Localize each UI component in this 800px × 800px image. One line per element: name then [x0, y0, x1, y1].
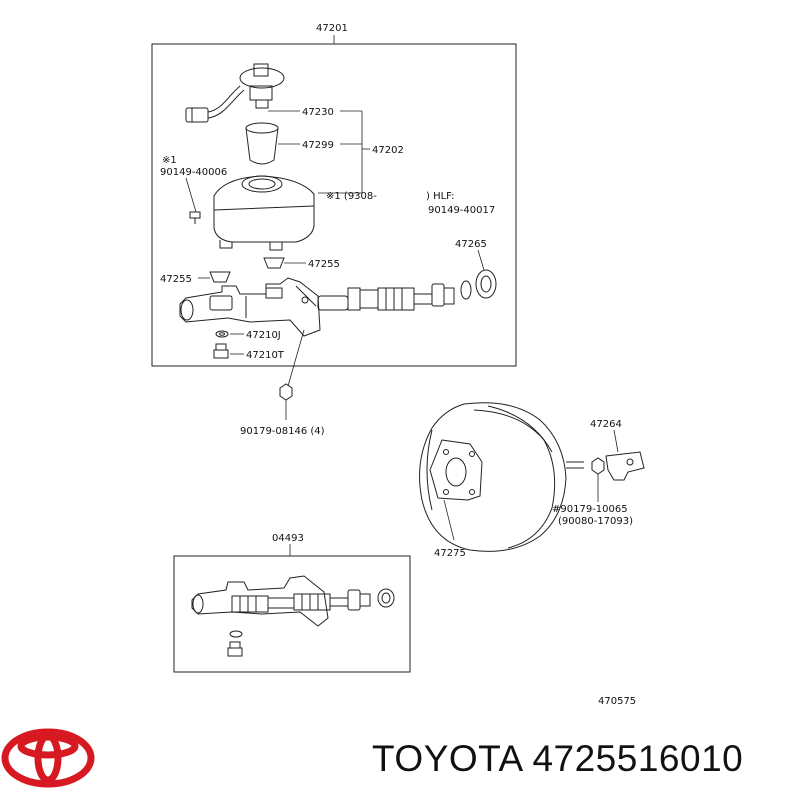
label-hlf: ) HLF: — [426, 191, 455, 202]
push-rod-clevis — [591, 451, 645, 481]
label-47210t: 47210T — [246, 350, 285, 361]
label-47255-left: 47255 — [160, 274, 192, 285]
label-04493: 04493 — [272, 533, 304, 544]
leader-90149-40006 — [185, 177, 197, 213]
union-gasket — [215, 330, 229, 338]
repair-kit-cylinder — [191, 575, 395, 657]
label-47264: 47264 — [590, 419, 622, 430]
leader-47275 — [443, 499, 455, 541]
label-47265: 47265 — [455, 239, 487, 250]
bracket-47202 — [318, 110, 370, 194]
label-note1-mark: ※1 — [162, 155, 177, 166]
brake-booster — [419, 402, 584, 552]
label-note1-range: ※1 (9308- — [326, 191, 377, 202]
label-470575: 470575 — [598, 696, 636, 707]
reservoir-grommet-left — [209, 271, 231, 283]
reservoir-grommet-right — [263, 257, 285, 269]
label-47202: 47202 — [372, 145, 404, 156]
toyota-logo-icon — [1, 728, 95, 788]
master-cylinder-body — [179, 277, 321, 337]
leader-47264 — [613, 429, 619, 453]
leader-90179-08146-up — [287, 329, 305, 387]
brand-part-number: TOYOTA 4725516010 — [372, 738, 744, 779]
label-90179-08146: 90179-08146 (4) — [240, 426, 325, 437]
label-47210j: 47210J — [246, 330, 281, 341]
label-47230: 47230 — [302, 107, 334, 118]
label-47299: 47299 — [302, 140, 334, 151]
leader-47265 — [477, 249, 485, 271]
label-90149-40017: 90149-40017 — [428, 205, 495, 216]
label-47255-right: 47255 — [308, 259, 340, 270]
label-47201: 47201 — [316, 23, 348, 34]
level-sensor-connector — [185, 63, 285, 123]
repair-kit-frame — [173, 555, 411, 673]
reservoir-strainer — [245, 122, 279, 165]
label-90179-10065: #90179-10065 — [552, 504, 628, 515]
brake-fluid-reservoir — [213, 175, 315, 251]
reservoir-screw-left — [189, 211, 201, 224]
cylinder-seal — [475, 269, 497, 299]
mounting-nut — [279, 383, 293, 401]
label-90149-40006: 90149-40006 — [160, 167, 227, 178]
label-47275: 47275 — [434, 548, 466, 559]
piston-assembly — [317, 280, 472, 311]
label-90080-17093: (90080-17093) — [558, 516, 633, 527]
union-bolt — [213, 343, 229, 359]
